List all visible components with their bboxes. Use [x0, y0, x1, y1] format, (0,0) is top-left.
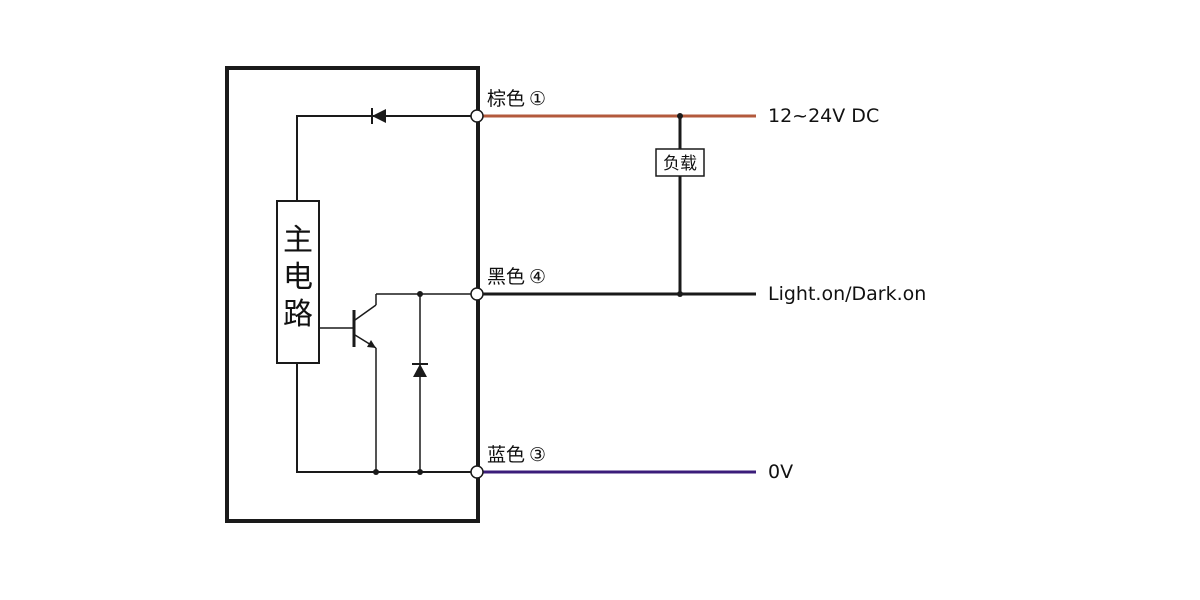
npn-transistor-icon — [319, 293, 471, 472]
junction-dot — [417, 469, 423, 475]
ground-label: 0V — [768, 461, 793, 483]
terminal-brown — [470, 109, 484, 123]
internal-top-line — [296, 115, 471, 201]
load-label: 负载 — [663, 154, 697, 174]
main-circuit-char-1: 主 — [283, 223, 313, 258]
load-box — [655, 148, 705, 177]
output-mode-label: Light.on/Dark.on — [768, 283, 926, 305]
junction-dot — [373, 469, 379, 475]
zener-diode-icon — [412, 294, 428, 472]
terminal-black — [470, 287, 484, 301]
supply-voltage-label: 12~24V DC — [768, 105, 879, 127]
terminal-blue — [470, 465, 484, 479]
junction-dot — [417, 291, 423, 297]
main-circuit-char-3: 路 — [283, 297, 313, 332]
internal-bottom-line — [296, 363, 471, 473]
junction-dot — [677, 291, 683, 297]
junction-dot — [677, 113, 683, 119]
protection-diode-icon — [371, 108, 386, 124]
main-circuit-char-2: 电 — [283, 260, 313, 295]
